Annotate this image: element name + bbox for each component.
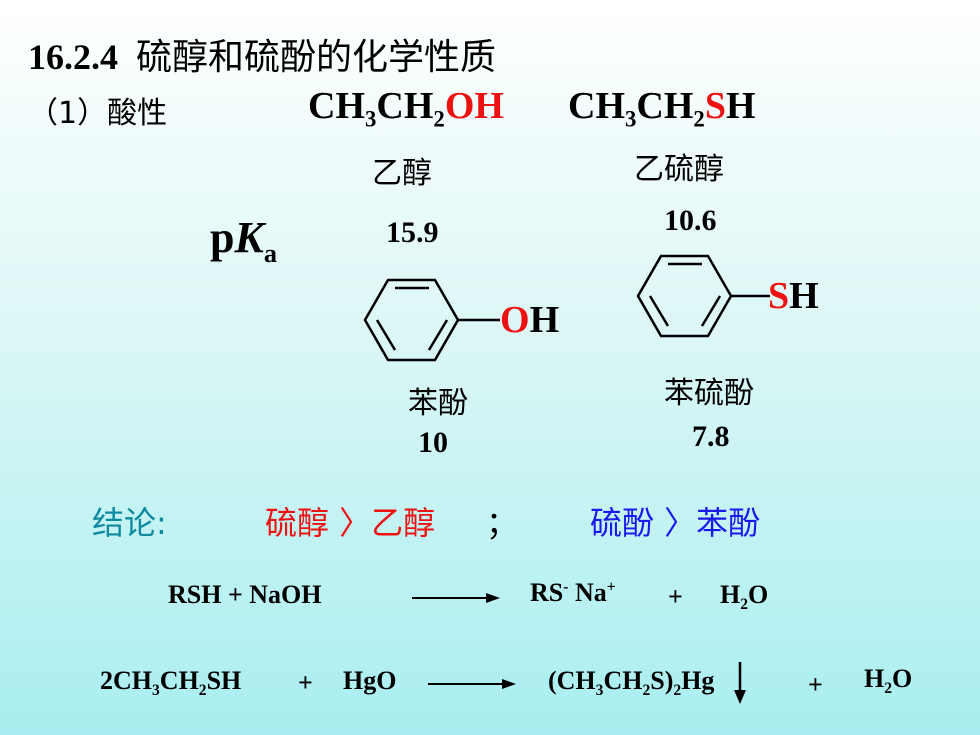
phenol-pka: 10	[418, 426, 448, 459]
ethanethiol-name: 乙硫醇	[634, 152, 724, 187]
reaction2-product: (CH3CH2S)2Hg	[548, 666, 715, 700]
pka-label: pKa	[210, 213, 278, 268]
thiophenol-name: 苯硫酚	[664, 376, 754, 411]
section-heading: （1）酸性	[28, 96, 168, 131]
conclusion-left: 硫醇 〉乙醇	[265, 504, 436, 542]
title-text: 硫醇和硫酚的化学性质	[136, 37, 497, 78]
conclusion-right: 硫酚 〉苯酚	[590, 504, 761, 542]
thiophenol-structure	[636, 254, 770, 338]
conclusion-semicolon: ；	[486, 504, 519, 542]
ethanol-name: 乙醇	[372, 156, 432, 191]
reaction2-plus1: +	[298, 668, 313, 697]
phenol-oh: OH	[500, 299, 560, 341]
title-number: 16.2.4	[28, 37, 118, 77]
reaction1-arrow	[412, 593, 500, 603]
ethanol-formula: CH3CH2OH	[308, 85, 504, 132]
reaction2-plus2: +	[808, 670, 823, 699]
ethanol-pka: 15.9	[386, 216, 439, 249]
thiophenol-pka: 7.8	[692, 420, 730, 453]
slide-title: 16.2.4 硫醇和硫酚的化学性质	[28, 28, 496, 80]
phenol-name: 苯酚	[408, 386, 468, 421]
ethanethiol-formula: CH3CH2SH	[568, 85, 756, 132]
reaction2-hgo: HgO	[343, 666, 397, 695]
reaction1-water: H2O	[720, 580, 769, 614]
precipitate-down-arrow-icon	[734, 662, 746, 704]
reaction2-thiol: 2CH3CH2SH	[100, 666, 242, 700]
reaction1-plus: +	[668, 582, 683, 611]
ethanethiol-pka: 10.6	[664, 204, 717, 237]
conclusion-label: 结论:	[92, 504, 167, 542]
reaction2-water: H2O	[864, 664, 913, 698]
phenol-structure	[363, 278, 500, 362]
reaction1-salt: RS- Na+	[530, 578, 616, 607]
reaction1-reactants: RSH + NaOH	[168, 580, 322, 609]
thiophenol-sh: SH	[768, 275, 819, 317]
reaction2-arrow	[428, 679, 516, 689]
